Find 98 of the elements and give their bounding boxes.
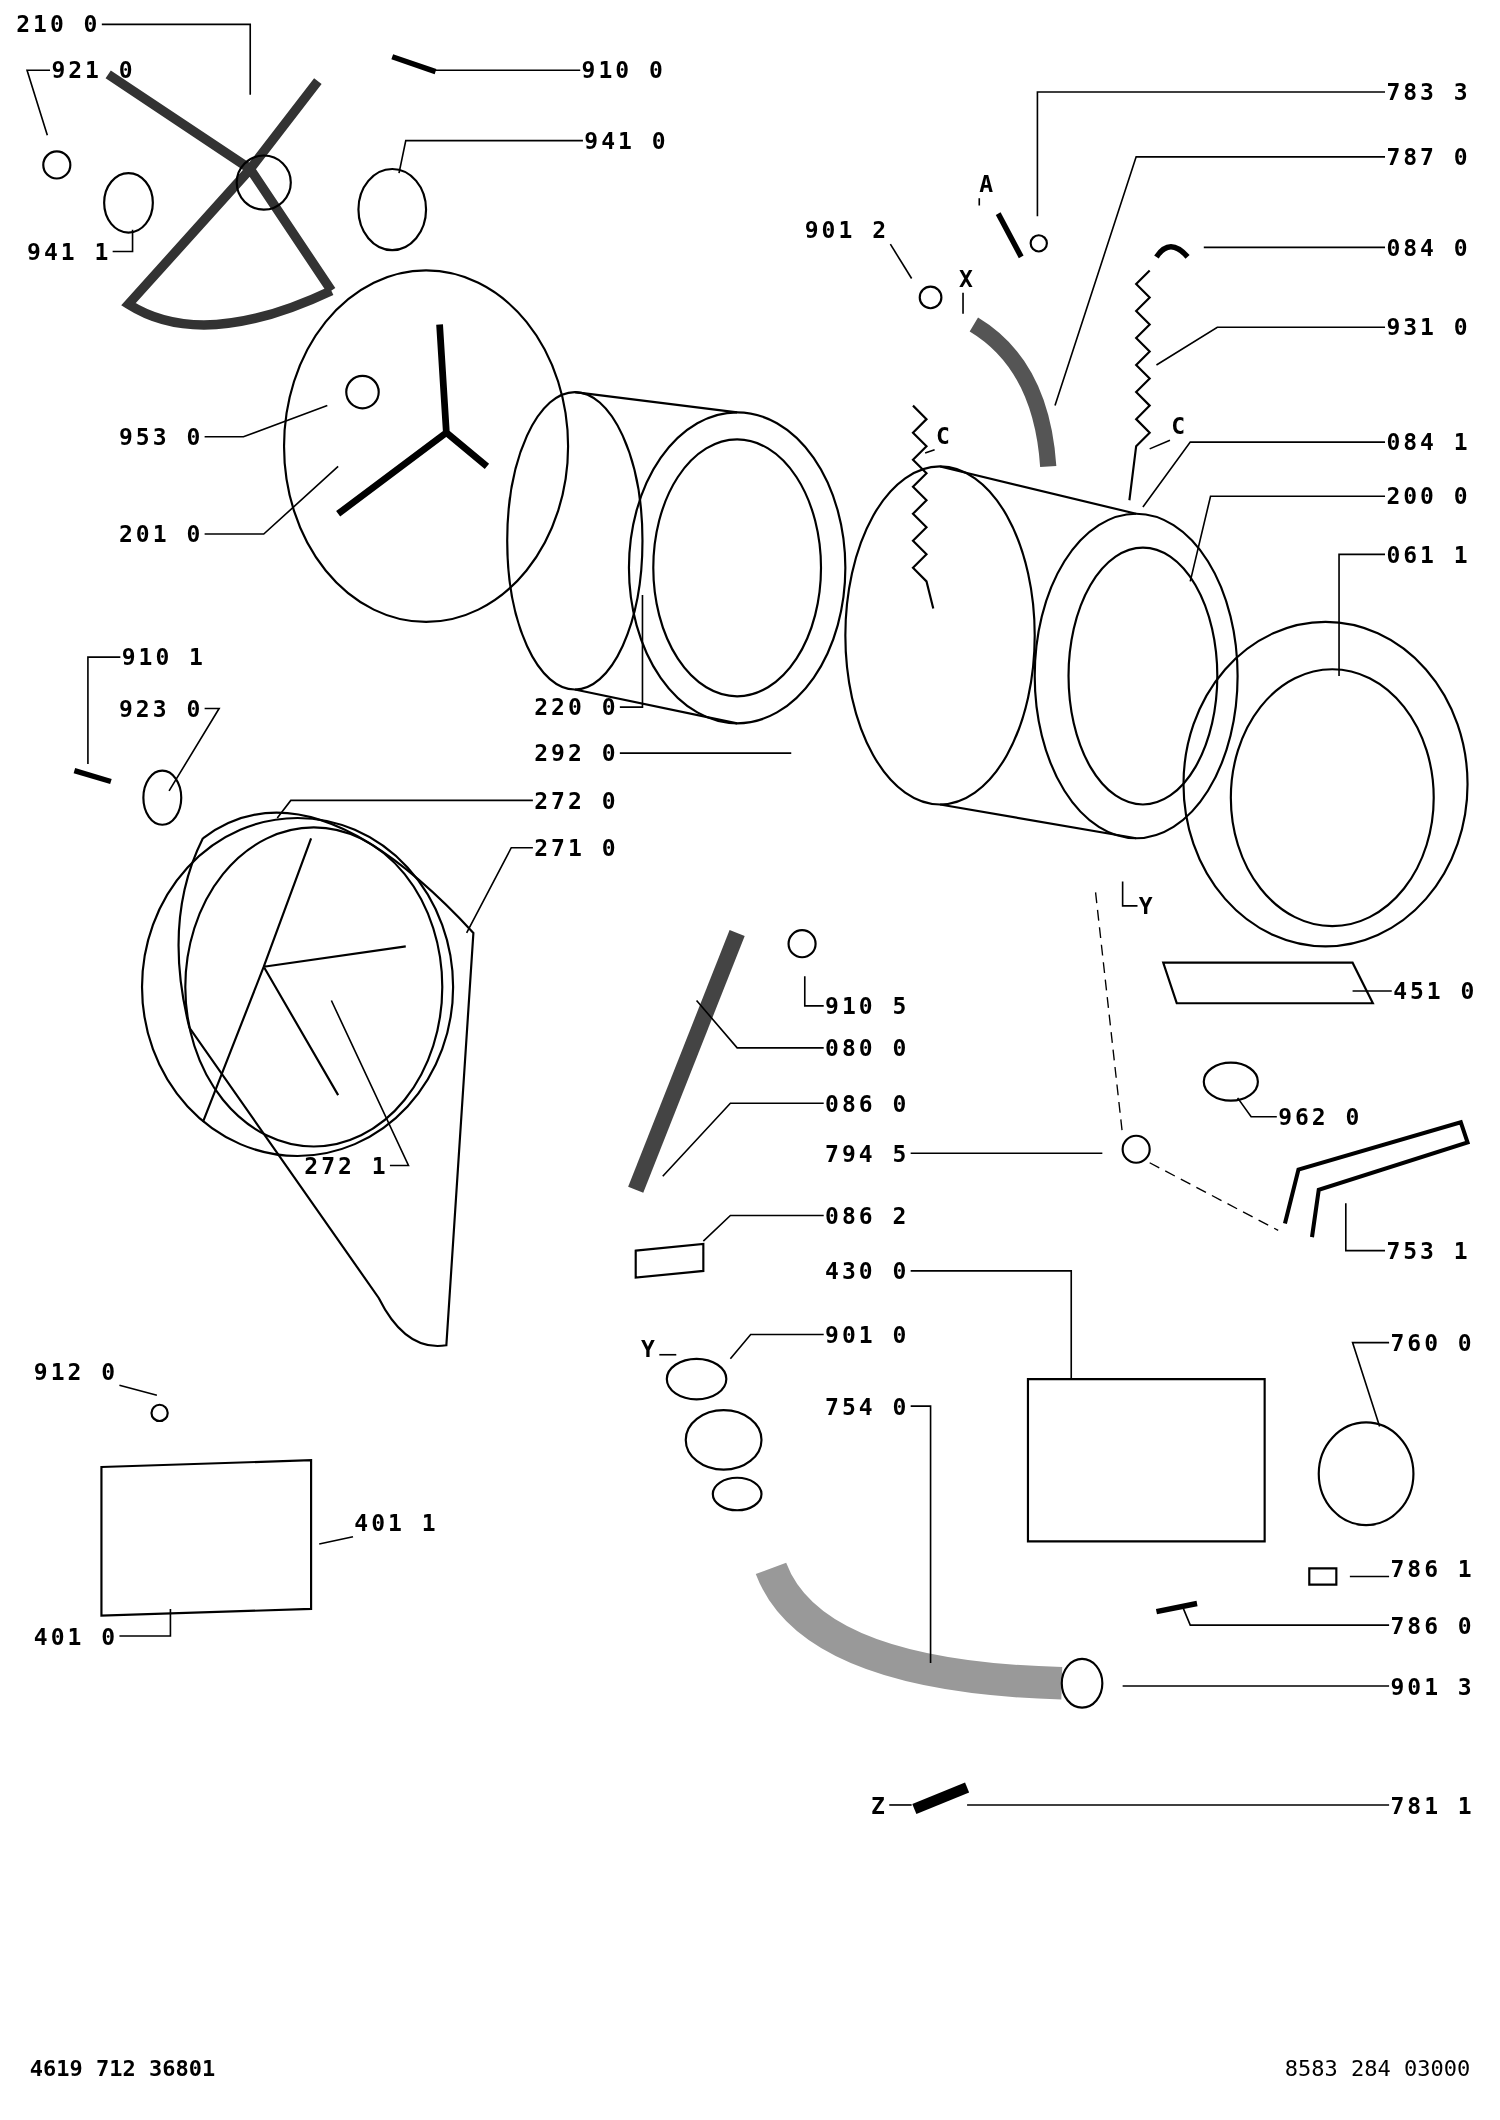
leader-line (658, 1353, 678, 1356)
leader-line (318, 1535, 354, 1545)
callout-number: 084 1 (1386, 429, 1471, 456)
callout-number: 941 1 (27, 238, 112, 265)
leader-line (1148, 439, 1171, 450)
leader-line (203, 465, 339, 535)
leader-line (661, 1102, 825, 1178)
leader-line (1121, 1685, 1390, 1687)
callout-number: 910 5 (825, 993, 910, 1020)
callout-number: 901 0 (825, 1322, 910, 1348)
leader-line (203, 404, 329, 438)
leader-line (909, 1270, 1073, 1380)
document-number: 8583 284 03000 (1284, 2056, 1471, 2083)
callout-number: 753 1 (1386, 1238, 1471, 1265)
leader-line (1036, 91, 1386, 218)
callout-number: 210 0 (16, 11, 101, 38)
reference-letter: C (1171, 413, 1189, 440)
callout-number: 200 0 (1386, 483, 1471, 510)
callout-number: 754 0 (825, 1393, 910, 1420)
leader-line (398, 139, 584, 174)
callout-number: 061 1 (1386, 541, 1471, 568)
leader-line (729, 1333, 825, 1360)
callout-number: 941 0 (584, 127, 669, 154)
reference-letter: Y (641, 1335, 658, 1362)
callout-number: 451 0 (1393, 978, 1478, 1005)
leader-line (702, 1214, 825, 1242)
callout-number: 923 0 (119, 695, 204, 722)
callout-number: 901 2 (804, 216, 889, 243)
callout-number: 084 0 (1386, 234, 1471, 261)
leader-line (465, 846, 534, 934)
reference-letter: Z (871, 1792, 888, 1819)
leader-line (1345, 1202, 1386, 1252)
callout-number: 401 0 (33, 1623, 119, 1650)
callout-number: 910 0 (581, 57, 666, 84)
leader-line (25, 69, 51, 136)
leader-line (1142, 441, 1386, 508)
callout-number: 430 0 (825, 1258, 910, 1285)
callout-number: 220 0 (534, 694, 619, 721)
callout-number: 794 5 (825, 1140, 910, 1167)
leader-line (803, 975, 825, 1007)
callout-number: 272 1 (304, 1152, 389, 1179)
leader-line (1189, 495, 1386, 583)
leader-line (619, 752, 793, 754)
document-number: 4619 712 36801 (29, 2056, 216, 2083)
leader-line (888, 1804, 913, 1806)
leader-line (168, 707, 221, 792)
reference-letter: A (979, 170, 997, 197)
leader-line (1338, 553, 1386, 677)
leader-line (962, 292, 964, 315)
leader-line (1121, 880, 1139, 907)
leader-line (111, 229, 134, 253)
callout-number: 786 0 (1390, 1612, 1475, 1639)
callout-number: 292 0 (534, 740, 619, 767)
leader-line (432, 69, 582, 72)
leader-line (330, 999, 410, 1167)
callout-number: 201 0 (119, 521, 204, 548)
leader-line (909, 1405, 932, 1664)
leader-line (118, 1608, 172, 1637)
callout-number: 787 0 (1386, 143, 1471, 170)
leader-line (966, 1804, 1390, 1806)
leader-line (1236, 1097, 1278, 1118)
leader-line (1351, 1341, 1390, 1428)
leader-line (1351, 990, 1393, 992)
leader-line (619, 594, 644, 708)
leader-line (101, 23, 252, 96)
reference-letter: C (935, 422, 953, 449)
callout-number: 786 1 (1390, 1555, 1475, 1582)
leader-line (118, 1384, 158, 1397)
reference-letter: X (958, 265, 976, 292)
leader-line (1203, 246, 1386, 249)
leader-line (87, 656, 122, 765)
leader-line (909, 1152, 1104, 1155)
leader-line (889, 243, 913, 280)
callout-number: 953 0 (119, 423, 204, 450)
callout-number: 760 0 (1390, 1330, 1475, 1357)
leader-line (1182, 1608, 1390, 1626)
leader-line (978, 197, 981, 207)
callout-number: 901 3 (1390, 1673, 1475, 1700)
leader-line (1054, 156, 1386, 407)
leader-line (276, 799, 534, 819)
leader-line (924, 448, 936, 454)
reference-letter: Y (1138, 893, 1156, 920)
leader-line (1155, 326, 1386, 366)
callout-number: 086 2 (825, 1202, 910, 1229)
callout-number: 931 0 (1386, 314, 1471, 341)
callout-number: 921 0 (51, 57, 136, 84)
callout-number: 080 0 (825, 1035, 910, 1062)
callout-number: 781 1 (1390, 1792, 1475, 1819)
callout-number: 912 0 (33, 1358, 119, 1385)
leader-line (695, 999, 825, 1049)
callout-number: 910 1 (121, 644, 206, 671)
callout-number: 783 3 (1386, 78, 1471, 105)
leader-line (1349, 1575, 1390, 1578)
callout-number: 271 0 (534, 835, 619, 862)
callout-number: 272 0 (534, 787, 619, 814)
callout-number: 401 1 (354, 1510, 439, 1536)
callout-number: 086 0 (825, 1090, 910, 1117)
callout-number: 962 0 (1278, 1104, 1363, 1131)
